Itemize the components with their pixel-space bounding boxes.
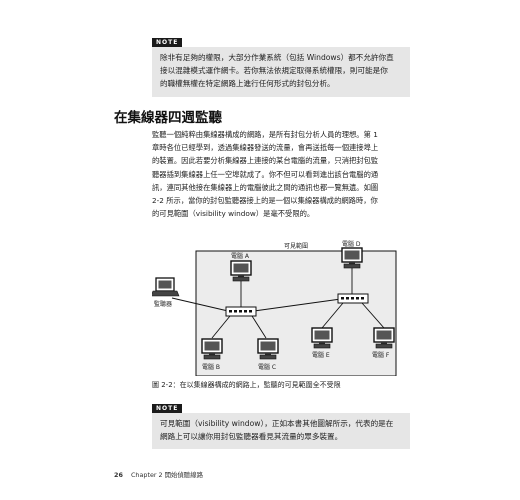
body-line: 的可見範圍（visibility window）是毫不受限的。 bbox=[152, 209, 315, 219]
computer-label: 電腦 B bbox=[202, 363, 220, 371]
network-links bbox=[171, 268, 385, 339]
note-line: 的職權無權在特定網路上進行任何形式的封包分析。 bbox=[160, 79, 335, 88]
note-line: 除非有足夠的權限，大部分作業系統（包括 Windows）都不允許你直 bbox=[160, 53, 394, 62]
computer-label: 電腦 C bbox=[258, 363, 276, 371]
computer-label: 電腦 D bbox=[342, 240, 361, 248]
body-line: 監聽一個純粹由集線器構成的網路，是所有封包分析人員的理想。第 1 bbox=[152, 130, 378, 139]
note-line: 接以混雜模式運作網卡。若你無法依規定取得系統權限，則可能是你 bbox=[160, 66, 388, 75]
computer-label: 電腦 A bbox=[231, 252, 250, 260]
body-line: 章時各位已經學到，透過集線器發送的流量，會再送抵每一個連接埠上 bbox=[152, 143, 379, 153]
computer-label: 電腦 F bbox=[372, 351, 390, 359]
hub-right bbox=[337, 293, 369, 304]
note-tag: NOTE bbox=[152, 38, 183, 48]
computer-icon bbox=[311, 327, 333, 349]
page-number: 26 bbox=[114, 471, 123, 479]
section-title: 在集線器四週監聽 bbox=[114, 110, 222, 126]
note-line: 可見範圍（visibility window），正如本書其他圖解所示，代表的是在 bbox=[160, 419, 394, 428]
note-tag: NOTE bbox=[152, 404, 183, 414]
chapter-label: Chapter 2 開始偵聽線路 bbox=[130, 471, 203, 479]
note-box: 可見範圍（visibility window），正如本書其他圖解所示，代表的是在… bbox=[152, 413, 410, 449]
body-line: 2-2 所示，當你的封包監聽器接上的是一個以集線器構成的網路時，你 bbox=[152, 196, 378, 206]
body-paragraph: 監聽一個純粹由集線器構成的網路，是所有封包分析人員的理想。第 1 章時各位已經學… bbox=[152, 128, 410, 220]
sniffer-label: 監聽器 bbox=[154, 300, 172, 308]
computer-icon bbox=[341, 247, 363, 269]
page-footer: 26 Chapter 2 開始偵聽線路 bbox=[114, 470, 203, 479]
hub-left bbox=[225, 306, 257, 317]
computer-icon bbox=[373, 327, 395, 349]
computer-icon bbox=[257, 338, 279, 360]
body-line: 聽器插到集線器上任一空埠就成了。你不但可以看到進出該台電腦的通 bbox=[152, 169, 379, 179]
note-box: 除非有足夠的權限，大部分作業系統（包括 Windows）都不允許你直 接以混雜模… bbox=[152, 47, 410, 97]
computer-icon bbox=[201, 338, 223, 360]
network-diagram: 可見範圍 監聽器 電腦 A 電腦 B bbox=[152, 240, 397, 376]
body-line: 的裝置。因此若要分析集線器上連接的某台電腦的流量，只消把封包監 bbox=[152, 156, 379, 166]
figure-caption: 圖 2-2：在以集線器構成的網路上，監聽的可見範圍全不受限 bbox=[152, 381, 341, 389]
computer-icon bbox=[230, 260, 252, 282]
visibility-label: 可見範圍 bbox=[284, 242, 308, 250]
laptop-icon bbox=[152, 277, 180, 297]
body-line: 訊，連同其他接在集線器上的電腦彼此之間的通訊也都一覽無遺。如圖 bbox=[152, 182, 379, 192]
computer-label: 電腦 E bbox=[312, 351, 330, 359]
note-line: 網路上可以讓你用封包監聽器看見其流量的眾多裝置。 bbox=[160, 432, 343, 441]
